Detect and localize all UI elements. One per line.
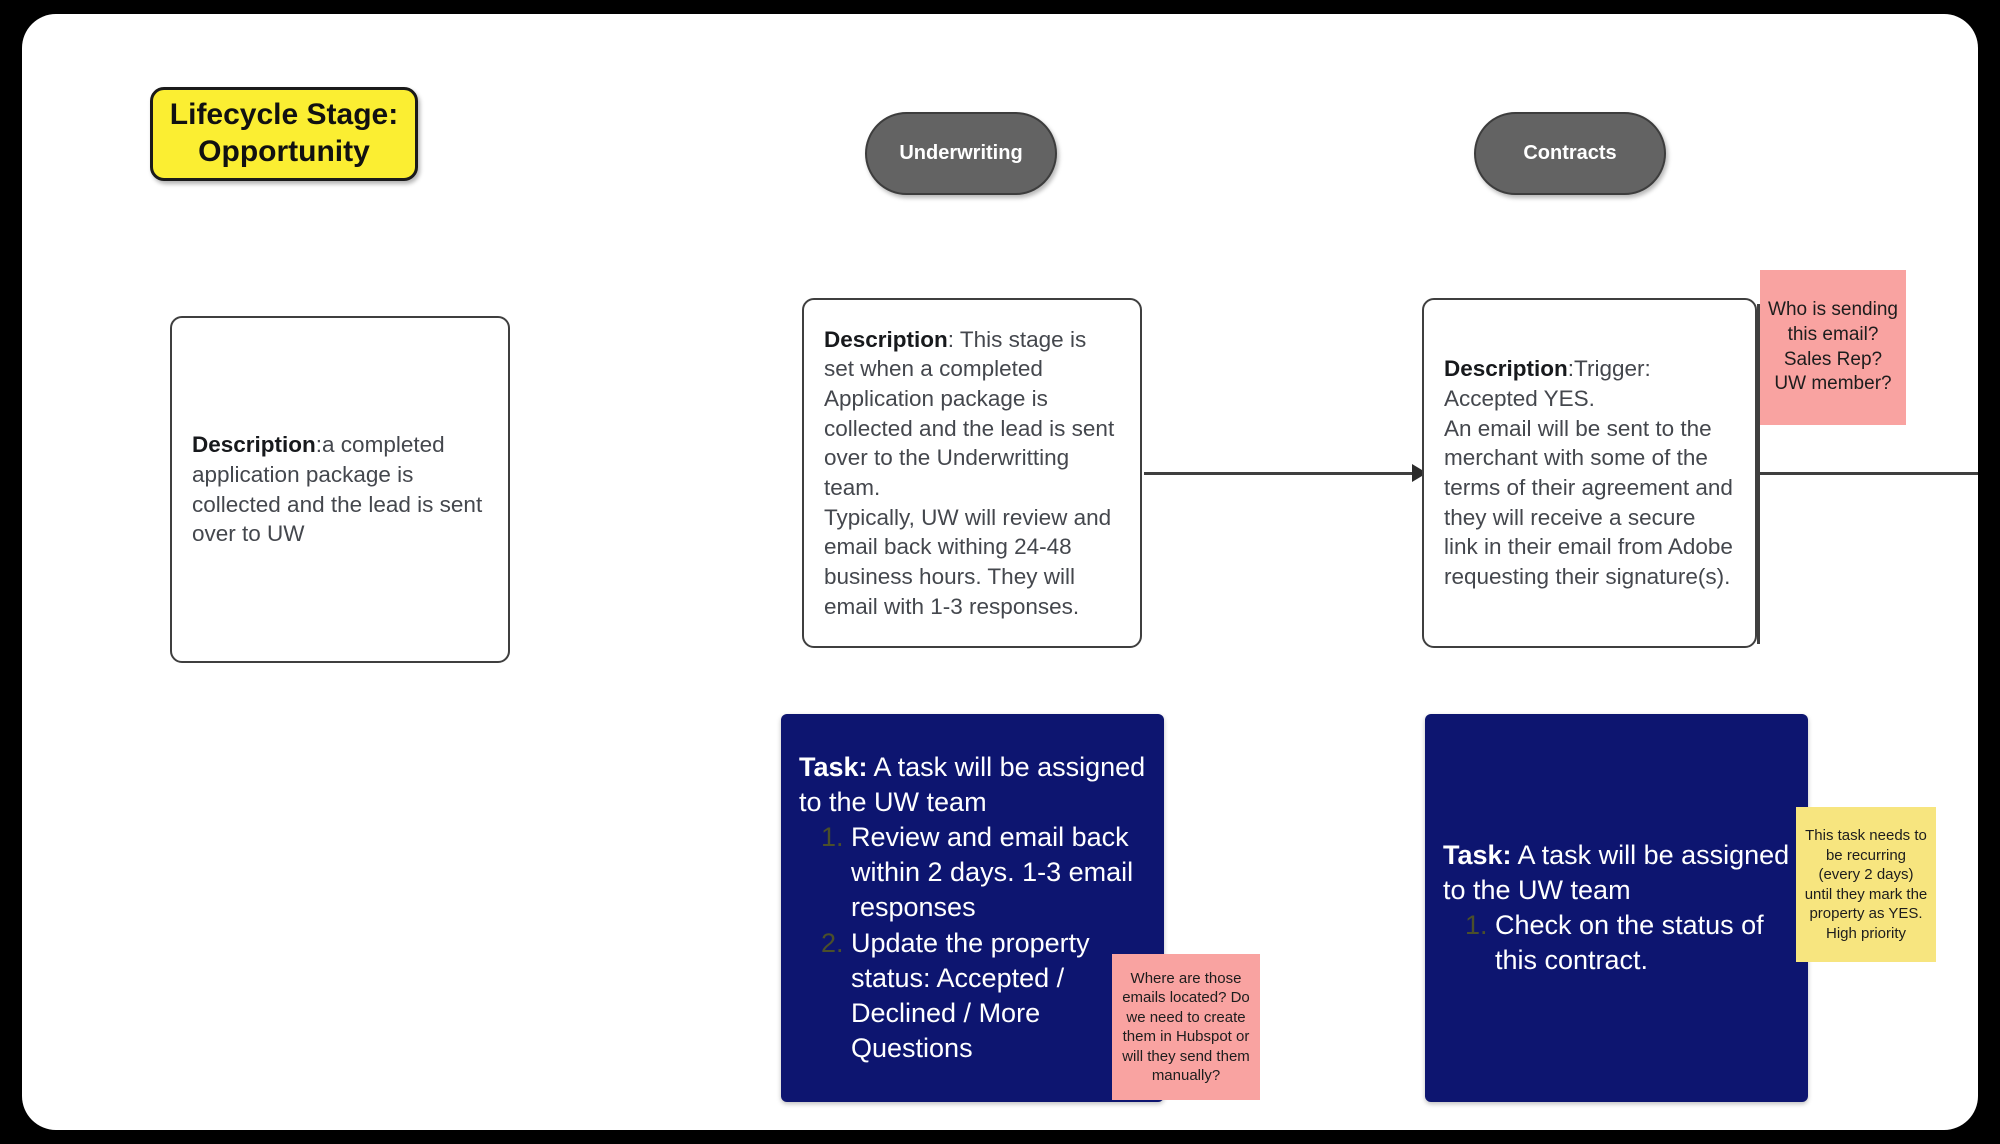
task-label-contracts: Task: [1443, 839, 1512, 870]
task-heading-text-contracts: A task will be assigned to the UW team [1443, 839, 1790, 905]
stage-label-line-2: Opportunity [198, 135, 370, 168]
stage-pill-underwriting-label: Underwriting [899, 142, 1023, 164]
sticky-note-email-sender[interactable]: Who is sending this email? Sales Rep? UW… [1760, 270, 1906, 425]
stage-label-line-1: Lifecycle Stage: [169, 98, 399, 132]
sticky-note-emails-location[interactable]: Where are those emails located? Do we ne… [1112, 954, 1260, 1100]
task-card-contracts-list: Check on the status of this contract. [1443, 908, 1792, 978]
description-body-contracts: Trigger: Accepted YES. An email will be … [1444, 356, 1733, 590]
description-label-underwriting: Description [824, 326, 948, 352]
whiteboard-canvas[interactable]: Lifecycle Stage: Opportunity Underwritin… [22, 14, 1978, 1130]
sticky-note-recurring-task-text: This task needs to be recurring (every 2… [1804, 827, 1928, 942]
connector-contracts-outgoing [1757, 472, 1978, 475]
sticky-note-emails-location-text: Where are those emails located? Do we ne… [1122, 969, 1250, 1085]
task-list-item: Update the property status: Accepted / D… [851, 926, 1148, 1066]
connector-underwriting-to-contracts [1144, 472, 1426, 475]
task-list-item-text: Check on the status of this contract. [1495, 910, 1764, 976]
task-heading-text-underwriting: A task will be assigned to the UW team [799, 752, 1146, 818]
sticky-note-recurring-task[interactable]: This task needs to be recurring (every 2… [1796, 807, 1936, 962]
task-list-item: Review and email back within 2 days. 1-3… [851, 820, 1148, 925]
description-separator-underwriting: : [947, 326, 960, 352]
task-card-contracts-heading: Task: A task will be assigned to the UW … [1443, 838, 1792, 908]
stage-pill-underwriting[interactable]: Underwriting [865, 112, 1057, 195]
task-card-contracts[interactable]: Task: A task will be assigned to the UW … [1425, 714, 1808, 1102]
task-card-underwriting-list: Review and email back within 2 days. 1-3… [799, 820, 1148, 1066]
stage-pill-opportunity[interactable]: Lifecycle Stage: Opportunity [150, 87, 418, 181]
description-card-underwriting[interactable]: Description: This stage is set when a co… [802, 298, 1142, 648]
task-list-item: Check on the status of this contract. [1495, 908, 1792, 978]
stage-pill-contracts[interactable]: Contracts [1474, 112, 1666, 195]
stage-pill-opportunity-label: Lifecycle Stage: Opportunity [170, 97, 398, 170]
task-label-underwriting: Task: [799, 752, 868, 783]
stage-pill-contracts-label: Contracts [1523, 142, 1617, 164]
task-card-underwriting[interactable]: Task: A task will be assigned to the UW … [781, 714, 1164, 1102]
description-label-contracts: Description [1444, 356, 1568, 382]
task-list-item-text: Update the property status: Accepted / D… [851, 927, 1090, 1063]
description-body-opportunity: a completed application package is colle… [192, 432, 483, 547]
description-card-contracts[interactable]: Description:Trigger: Accepted YES. An em… [1422, 298, 1757, 648]
description-card-opportunity[interactable]: Description:a completed application pack… [170, 316, 510, 663]
description-separator-contracts: : [1567, 356, 1575, 382]
task-card-underwriting-heading: Task: A task will be assigned to the UW … [799, 750, 1148, 820]
description-body-underwriting: This stage is set when a completed Appli… [824, 326, 1115, 619]
description-separator-opportunity: : [315, 432, 323, 458]
sticky-note-email-sender-text: Who is sending this email? Sales Rep? UW… [1768, 299, 1898, 395]
description-label-opportunity: Description [192, 432, 316, 458]
task-list-item-text: Review and email back within 2 days. 1-3… [851, 822, 1134, 923]
connector-contracts-vertical [1757, 304, 1760, 644]
